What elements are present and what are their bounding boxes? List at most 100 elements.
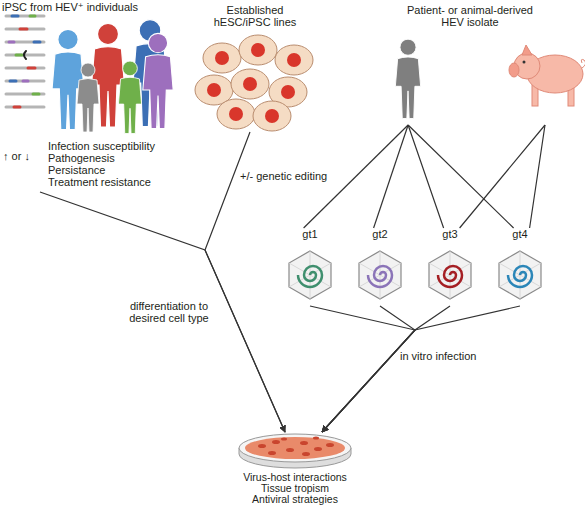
group-heading: Established hESC/iPSC lines	[200, 4, 310, 28]
flow-connector	[374, 125, 409, 228]
nucleus	[243, 77, 257, 91]
flow-connector	[322, 306, 450, 432]
cell	[253, 101, 291, 131]
list-item: Treatment resistance	[48, 176, 178, 188]
outcome-item: Antiviral strategies	[235, 494, 355, 505]
dish-rim	[239, 434, 351, 462]
genome-spiral	[368, 266, 392, 287]
dna-base	[9, 41, 14, 44]
genotype-label: gt4	[488, 228, 552, 240]
person-figure	[52, 29, 84, 129]
pig-ear	[522, 45, 532, 55]
dish-cell	[314, 447, 322, 451]
pig-eye	[523, 61, 526, 64]
genotype-label: gt3	[418, 228, 482, 240]
flow-connector	[322, 306, 415, 432]
dna-strand	[6, 67, 44, 70]
nucleus	[207, 83, 221, 97]
pig-snout	[509, 63, 519, 77]
dish-cell	[326, 443, 334, 447]
dish-cell	[300, 441, 308, 445]
pig-tail	[581, 59, 585, 68]
flow-connector	[408, 125, 545, 228]
flow-connector	[408, 125, 545, 228]
dna-variant	[24, 51, 26, 59]
dna-strand	[6, 93, 44, 96]
virus-gt3	[429, 251, 471, 299]
nucleus	[251, 43, 265, 57]
dna-base	[10, 80, 16, 83]
virus-gt2	[359, 251, 401, 299]
dish-cell	[313, 437, 319, 440]
cell	[217, 99, 255, 129]
capsid-facet	[429, 251, 471, 299]
flow-connector	[322, 306, 520, 432]
dna-strand	[6, 15, 44, 18]
dish-cell	[268, 451, 276, 455]
virus-gt1	[289, 251, 331, 299]
list-item: Persistance	[48, 164, 178, 176]
dna-base	[16, 54, 22, 57]
dna-strand	[6, 80, 44, 83]
dna-strand	[6, 28, 44, 31]
dna-base	[20, 28, 27, 31]
genotype-node: gt3	[418, 228, 482, 306]
person-figure	[143, 33, 173, 128]
capsid	[289, 251, 331, 299]
flow-connector	[310, 306, 415, 432]
dish-cells	[258, 437, 334, 457]
dna-strands	[6, 16, 44, 107]
pig	[509, 45, 585, 106]
capsid	[359, 251, 401, 299]
genome-spiral	[438, 266, 462, 287]
nucleus	[215, 51, 229, 65]
dish-cell	[302, 452, 310, 456]
genotype-node: gt1	[278, 228, 342, 306]
list-item: Infection susceptibility	[48, 140, 178, 152]
virus-gt4	[499, 251, 541, 299]
dna-strand	[6, 106, 44, 109]
genotype-node: gt4	[488, 228, 552, 306]
dna-base	[33, 93, 39, 96]
person-figure	[92, 24, 125, 128]
dish-cell	[286, 448, 294, 452]
dish-cell	[281, 438, 287, 441]
culture-dish-node: Virus-host interactionsTissue tropismAnt…	[235, 432, 355, 508]
cell	[275, 45, 313, 75]
person-figure	[118, 61, 141, 133]
donor-group: iPSC from HEV⁺ individualsInfection susc…	[0, 0, 180, 192]
genotype-label: gt1	[278, 228, 342, 240]
genotype-label: gt2	[348, 228, 412, 240]
dna-base	[30, 15, 35, 18]
edge-label: in vitro infection	[400, 350, 500, 362]
cell	[239, 35, 277, 65]
genome-spiral	[298, 266, 322, 287]
dna-base	[34, 41, 40, 44]
dish-cell	[258, 444, 266, 448]
cell	[231, 69, 269, 99]
culture-dish	[239, 434, 351, 468]
cell-line-group: Established hESC/iPSC lines	[190, 0, 320, 132]
dna-base	[28, 67, 35, 70]
edge-label: +/- genetic editing	[240, 170, 350, 182]
outcome-item: Tissue tropism	[235, 483, 355, 494]
dna-strand	[6, 41, 44, 44]
capsid-facet	[499, 251, 541, 299]
isolate-group: Patient- or animal-derived HEV isolate	[380, 0, 585, 125]
dna-base	[14, 106, 20, 109]
dish-cell	[272, 440, 280, 444]
capsid	[429, 251, 471, 299]
nucleus	[229, 107, 243, 121]
genotype-node: gt2	[348, 228, 412, 306]
capsid	[499, 251, 541, 299]
edge-label: differentiation to desired cell type	[118, 300, 220, 324]
nucleus	[281, 85, 295, 99]
list-item: Pathogenesis	[48, 152, 178, 164]
nucleus	[287, 53, 301, 67]
direction-note: ↑ or ↓	[3, 150, 48, 162]
cell	[203, 43, 241, 73]
capsid-facet	[359, 251, 401, 299]
